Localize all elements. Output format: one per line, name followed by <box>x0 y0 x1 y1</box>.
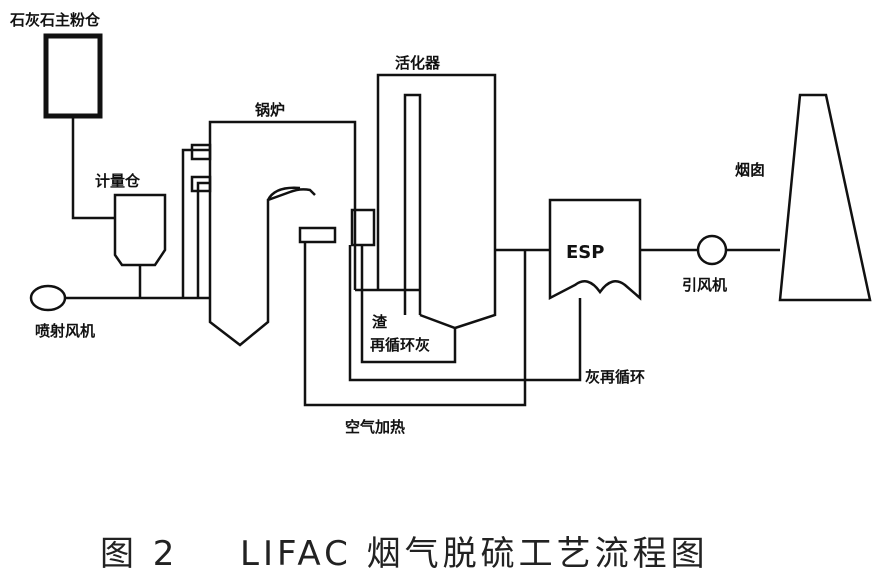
esp <box>548 198 642 301</box>
injection-line <box>65 148 210 300</box>
air-heating-loop <box>303 242 527 407</box>
boiler-label: 锅炉 <box>255 101 285 119</box>
metering-bin-label: 计量仓 <box>95 172 141 190</box>
activator-label: 活化器 <box>395 54 441 72</box>
ash-recirculation-label: 灰再循环 <box>585 368 645 386</box>
inner-recirc-loop <box>360 245 457 364</box>
id-fan <box>696 234 728 266</box>
activator <box>376 73 497 330</box>
id-fan-label: 引风机 <box>682 276 727 294</box>
air-heating-label: 空气加热 <box>345 418 405 436</box>
limestone-silo <box>43 33 103 119</box>
activator-baffle <box>403 93 422 315</box>
inner-recirc-label-bottom: 再循环灰 <box>370 336 430 354</box>
silo-feed-line <box>71 116 115 220</box>
chimney-label: 烟囱 <box>735 161 765 179</box>
injection-fan-label: 喷射风机 <box>35 322 95 340</box>
ash-recirc-loop <box>348 245 582 382</box>
chimney <box>778 93 872 302</box>
silo-label: 石灰石主粉仓 <box>9 11 101 29</box>
esp-label: ESP <box>566 242 604 263</box>
inner-recirc-label-top: 渣 <box>372 313 388 331</box>
injection-fan <box>29 284 67 312</box>
boiler-nozzle-upper <box>190 143 212 161</box>
figure-title: LIFAC 烟气脱硫工艺流程图 <box>240 534 709 574</box>
boiler <box>208 120 357 347</box>
figure-number: 图 2 <box>100 534 178 574</box>
metering-bin <box>113 193 167 267</box>
air-heating-nozzle <box>298 226 337 244</box>
